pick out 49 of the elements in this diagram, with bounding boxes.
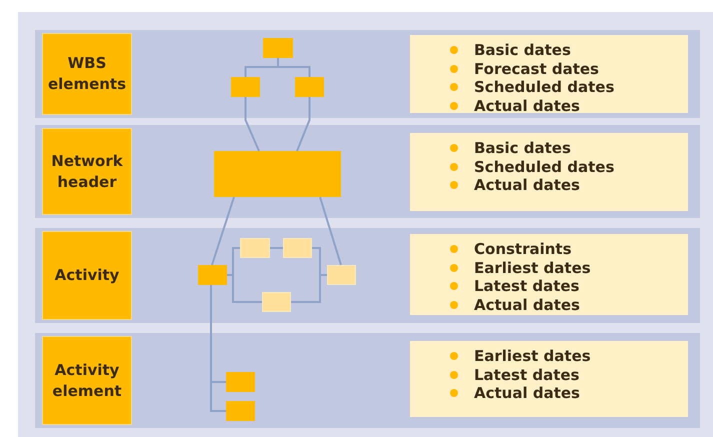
object-box bbox=[214, 151, 341, 197]
connector-line bbox=[227, 274, 262, 303]
object-box bbox=[198, 265, 227, 285]
swimlane-band bbox=[35, 125, 700, 218]
list-item: Actual dates bbox=[474, 176, 580, 194]
swimlane-band bbox=[35, 333, 700, 428]
swimlane-band bbox=[35, 30, 700, 118]
list-item: Actual dates bbox=[474, 96, 580, 115]
list-item: Forecast dates bbox=[474, 60, 599, 78]
connector-line bbox=[277, 58, 310, 77]
level-label: Activity element bbox=[51, 360, 123, 402]
date-list-panel bbox=[410, 35, 688, 113]
swimlane-band bbox=[35, 228, 700, 323]
date-list-panel bbox=[410, 133, 688, 211]
list-item: Actual dates bbox=[474, 296, 580, 314]
connector-line bbox=[244, 97, 260, 152]
object-box bbox=[295, 77, 324, 97]
date-list-panel bbox=[410, 234, 688, 315]
level-label-box bbox=[42, 33, 132, 115]
object-box bbox=[263, 38, 293, 58]
list-item: Earliest dates bbox=[474, 347, 591, 366]
level-label-box bbox=[42, 128, 132, 215]
connector-line bbox=[270, 247, 283, 249]
connector-line bbox=[319, 196, 342, 266]
level-label: Activity bbox=[54, 265, 120, 286]
sequence-box bbox=[327, 265, 356, 285]
object-box bbox=[226, 401, 255, 421]
object-box bbox=[226, 372, 255, 392]
connector-line bbox=[291, 274, 327, 303]
level-label: WBS elements bbox=[46, 53, 128, 95]
list-item: Basic dates bbox=[474, 41, 571, 60]
level-label-box bbox=[42, 231, 132, 320]
date-list-panel bbox=[410, 341, 688, 417]
list-item: Earliest dates bbox=[474, 258, 591, 277]
connector-line bbox=[211, 196, 235, 266]
list-item: Basic dates bbox=[474, 139, 571, 158]
sequence-box bbox=[283, 238, 312, 258]
list-item: Scheduled dates bbox=[474, 158, 614, 176]
level-label: Network header bbox=[50, 150, 124, 192]
sequence-box bbox=[240, 238, 270, 258]
level-label-box bbox=[42, 336, 132, 425]
connector-line bbox=[296, 97, 310, 152]
sequence-box bbox=[262, 292, 291, 312]
object-box bbox=[231, 77, 260, 97]
list-item: Latest dates bbox=[474, 366, 580, 384]
list-item: Actual dates bbox=[474, 384, 580, 402]
list-item: Constraints bbox=[474, 240, 572, 258]
list-item: Scheduled dates bbox=[474, 78, 614, 96]
list-item: Latest dates bbox=[474, 277, 580, 296]
